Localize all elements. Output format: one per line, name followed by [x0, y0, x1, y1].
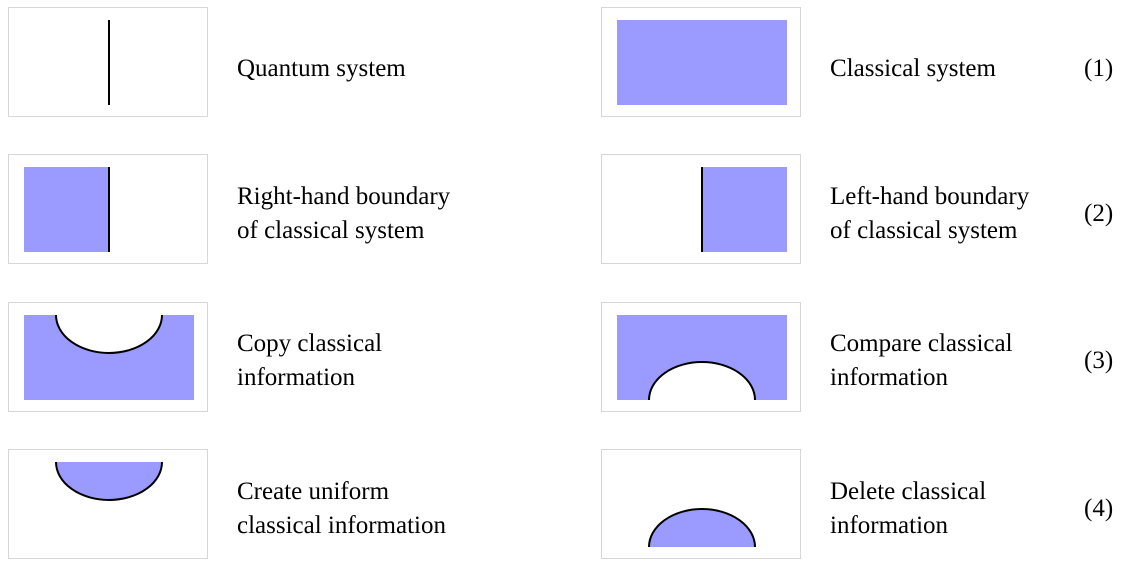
quantum-wire-icon	[108, 20, 110, 105]
create-uniform-tile	[8, 449, 208, 559]
create-cup-icon	[55, 461, 163, 501]
left-boundary-tile	[601, 154, 801, 264]
equation-number-3: (3)	[1084, 347, 1114, 374]
copy-cup-icon	[24, 314, 194, 400]
create-uniform-label: Create uniform classical information	[237, 478, 446, 539]
left-boundary-label: Left-hand boundary of classical system	[830, 183, 1030, 244]
classical-system-label: Classical system	[830, 55, 996, 82]
compare-cap-icon	[617, 315, 787, 401]
equation-number-1: (1)	[1084, 55, 1114, 82]
quantum-system-label: Quantum system	[237, 55, 406, 82]
delete-classical-label: Delete classical information	[830, 478, 987, 539]
right-boundary-icon	[24, 167, 110, 252]
compare-classical-tile	[601, 302, 801, 412]
compare-classical-label: Compare classical information	[830, 330, 1013, 391]
quantum-system-tile	[8, 7, 208, 117]
right-boundary-tile	[8, 154, 208, 264]
left-boundary-icon	[701, 167, 787, 252]
right-boundary-label: Right-hand boundary of classical system	[237, 183, 451, 244]
copy-classical-label: Copy classical information	[237, 330, 383, 391]
delete-cap-icon	[648, 508, 756, 548]
classical-block-icon	[617, 20, 787, 105]
equation-number-2: (2)	[1084, 200, 1114, 227]
equation-number-4: (4)	[1084, 495, 1114, 522]
classical-system-tile	[601, 7, 801, 117]
copy-classical-tile	[8, 302, 208, 412]
delete-classical-tile	[601, 449, 801, 559]
